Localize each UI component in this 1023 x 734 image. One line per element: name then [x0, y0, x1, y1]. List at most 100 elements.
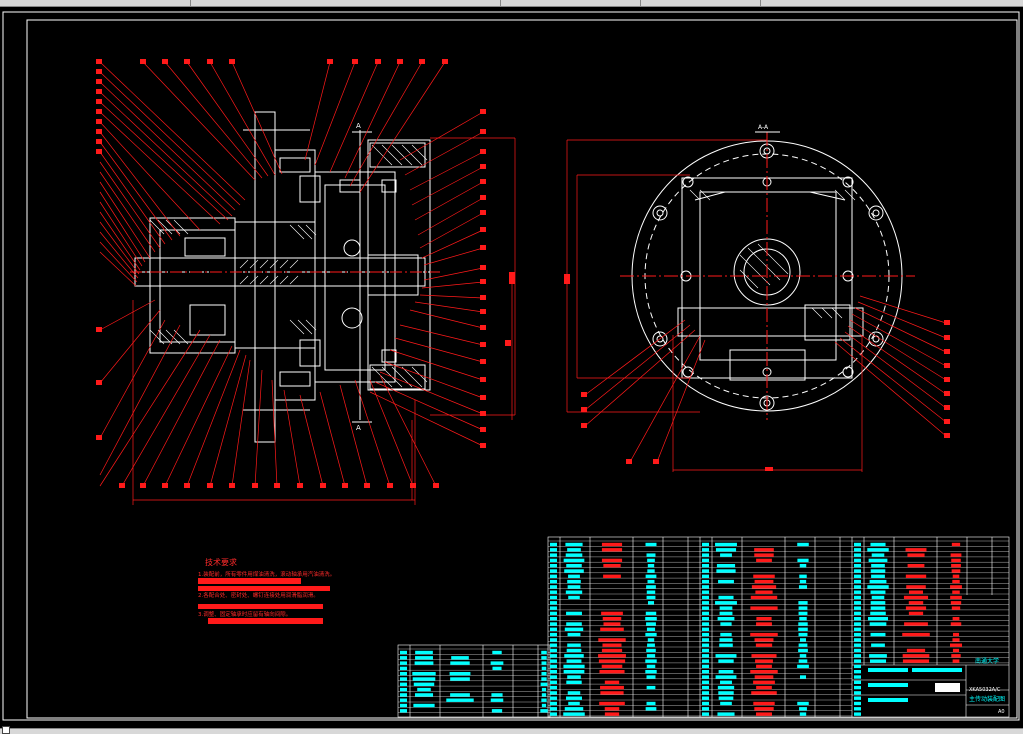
bom-cell-mark: [720, 701, 732, 706]
bottom-status-strip: [0, 728, 1023, 734]
bom-cell-mark: [950, 622, 962, 626]
bom-cell-mark: [645, 670, 657, 674]
bom-cell-mark: [798, 659, 808, 663]
bom-cell-mark: [717, 685, 735, 690]
section-label-right: A-A: [758, 124, 769, 131]
bom-cell-mark: [720, 632, 732, 637]
bom-cell-mark: [950, 601, 962, 605]
tab-divider: [190, 0, 191, 6]
bom-cell-mark: [645, 659, 657, 663]
bom-cell-mark: [908, 601, 924, 605]
bom-cell-mark: [702, 579, 709, 584]
bom-cell-mark: [446, 698, 474, 702]
bom-cell-mark: [646, 648, 656, 653]
bom-cell-mark: [491, 693, 503, 697]
bom-cell-mark: [854, 590, 861, 594]
bom-cell-mark: [400, 709, 407, 713]
bom-cell-mark: [491, 709, 503, 713]
bom-cell-mark: [952, 590, 960, 594]
top-tab-strip[interactable]: [0, 0, 1023, 7]
bom-cell-mark: [717, 617, 735, 621]
bom-cell-mark: [702, 691, 709, 695]
bom-cell-mark: [753, 701, 775, 706]
bom-cell-mark: [951, 569, 961, 573]
bom-cell-mark: [799, 617, 807, 621]
bom-cell-mark: [756, 622, 772, 626]
cad-drawing-canvas[interactable]: A A: [0, 6, 1023, 728]
bom-cell-mark: [798, 627, 808, 631]
bom-cell-mark: [550, 685, 557, 690]
bom-cell-mark: [550, 601, 557, 605]
bom-cell-mark: [715, 542, 737, 547]
bom-cell-mark: [646, 685, 656, 690]
bom-cell-mark: [720, 622, 732, 626]
bom-cell-mark: [490, 661, 504, 665]
bom-cell-mark: [702, 622, 709, 626]
bom-cell-mark: [798, 585, 808, 589]
bom-cell-mark: [599, 670, 625, 674]
bom-cell-mark: [756, 617, 772, 621]
left-section-view: A A: [96, 59, 516, 505]
bom-cell-mark: [604, 707, 620, 711]
bom-cell-mark: [566, 680, 582, 684]
bom-cell-mark: [951, 542, 961, 547]
bom-cell-mark: [854, 654, 861, 658]
bom-cell-mark: [702, 574, 709, 578]
bom-cell-mark: [541, 661, 547, 665]
bom-cell-mark: [871, 564, 885, 568]
bom-cell-mark: [854, 696, 861, 700]
bom-cell-mark: [906, 648, 926, 653]
bom-cell-mark: [400, 703, 407, 708]
bom-cell-mark: [601, 548, 623, 552]
bom-cell-mark: [598, 638, 626, 642]
bom-cell-mark: [601, 648, 623, 653]
bom-cell-mark: [868, 558, 888, 563]
technical-notes-line-2: 2.各配合处、密封处、螺钉连接处用润滑脂润滑。: [198, 591, 319, 599]
bom-cell-mark: [871, 574, 885, 578]
bom-cell-mark: [646, 553, 656, 557]
bom-cell-mark: [601, 664, 623, 669]
bom-cell-mark: [567, 632, 581, 637]
bom-cell-mark: [750, 670, 778, 674]
bom-cell-mark: [567, 691, 581, 695]
bom-cell-mark: [566, 696, 582, 700]
bom-cell-mark: [645, 617, 657, 621]
bom-cell-mark: [870, 606, 886, 610]
bom-cell-mark: [718, 595, 734, 600]
bom-cell-mark: [702, 585, 709, 589]
bom-cell-mark: [754, 638, 774, 642]
bom-cell-mark: [541, 698, 547, 702]
bom-cell-mark: [702, 659, 709, 663]
bom-cell-mark: [871, 595, 885, 600]
bom-cell-mark: [798, 622, 808, 626]
bom-cell-mark: [716, 569, 736, 573]
bom-cell-mark: [854, 670, 861, 674]
outer-frame: [2, 11, 1020, 721]
bom-cell-mark: [952, 617, 960, 621]
bom-cell-mark: [754, 579, 774, 584]
bom-cell-mark: [751, 691, 777, 695]
bom-cell-mark: [854, 606, 861, 610]
bom-cell-mark: [702, 558, 709, 563]
bom-cell-mark: [702, 648, 709, 653]
bom-cell-mark: [702, 617, 709, 621]
bom-cell-mark: [602, 643, 622, 647]
bom-cell-mark: [702, 548, 709, 552]
bom-cell-mark: [702, 707, 709, 711]
bom-cell-mark: [720, 553, 732, 557]
bom-cell-mark: [753, 680, 775, 684]
bom-cell-mark: [854, 622, 861, 626]
bom-cell-mark: [550, 590, 557, 594]
bom-cell-mark: [798, 648, 808, 653]
bom-cell-mark: [854, 558, 861, 563]
bom-cell-mark: [550, 648, 557, 653]
bom-cell-mark: [854, 585, 861, 589]
bom-cell-mark: [871, 553, 885, 557]
bom-cell-mark: [645, 632, 657, 637]
bom-cell-mark: [566, 659, 582, 663]
bom-cell-mark: [550, 558, 557, 563]
bom-cell-mark: [905, 606, 927, 610]
bom-cell-mark: [450, 677, 470, 681]
bom-cell-mark: [718, 659, 734, 663]
bom-cell-mark: [563, 664, 585, 669]
